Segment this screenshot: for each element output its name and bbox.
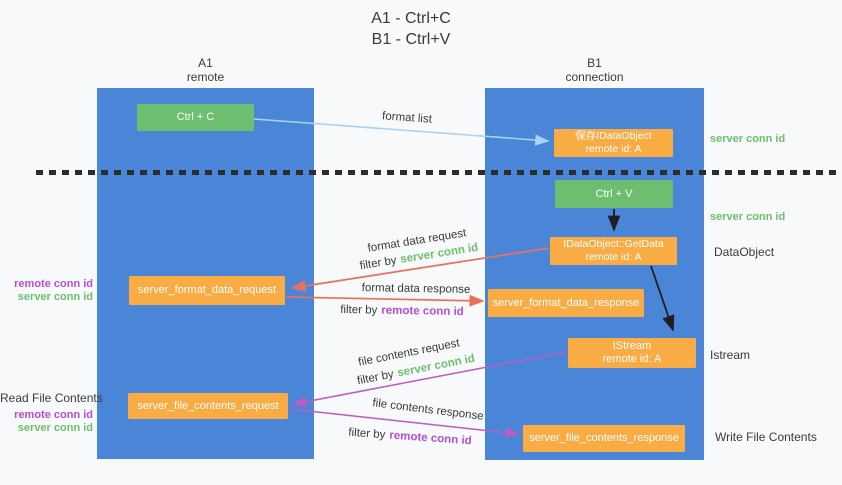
lane-a1-title: A1	[198, 56, 213, 70]
left-server-conn-id-1: server conn id	[17, 291, 93, 303]
node-server-format-data-request: server_format_data_request	[129, 276, 285, 305]
left-remote-conn-id-2: remote conn id	[14, 409, 93, 421]
node-ctrl-v-label: Ctrl + V	[595, 187, 633, 200]
title-line-1: A1 - Ctrl+C	[371, 10, 451, 27]
arrow-format-data-response	[285, 294, 485, 307]
node-istream-line2: remote id: A	[602, 353, 662, 365]
label-file-contents-response: file contents response	[371, 397, 485, 423]
remote-conn-id-text: remote conn id	[388, 429, 473, 448]
right-server-conn-id-2: server conn id	[710, 211, 786, 223]
node-idataobject-getdata: IDataObject::GetData remote id: A	[550, 237, 677, 265]
node-getdata-line2: remote id: A	[585, 251, 642, 263]
label-format-list: format list	[381, 110, 433, 126]
node-ctrl-v: Ctrl + V	[555, 180, 673, 208]
lane-header-a1: A1 remote	[97, 56, 314, 84]
node-ctrl-c: Ctrl + C	[137, 104, 254, 131]
label-format-data-response: format data response	[361, 282, 471, 296]
node-server-file-contents-request: server_file_contents_request	[128, 393, 288, 419]
istream-label: Istream	[710, 348, 751, 362]
right-server-conn-id-1: server conn id	[710, 133, 786, 145]
node-server-format-data-response: server_format_data_response	[488, 289, 644, 317]
filter-by-text: filter by	[358, 254, 398, 273]
lane-b1-subtitle: connection	[565, 70, 624, 84]
diagram-title: A1 - Ctrl+C B1 - Ctrl+V	[280, 8, 542, 50]
node-file-request-label: server_file_contents_request	[137, 399, 279, 412]
lane-a1-subtitle: remote	[186, 70, 225, 84]
phase-divider-dotted-line	[36, 170, 842, 175]
node-ctrl-c-label: Ctrl + C	[176, 111, 215, 123]
remote-conn-id-text: remote conn id	[381, 304, 464, 319]
node-save-idataobject-line1: 保存IDataObject	[575, 130, 652, 142]
filter-by-text: filter by	[347, 426, 386, 442]
left-server-conn-id-2: server conn id	[17, 422, 93, 434]
node-istream: IStream remote id: A	[568, 338, 696, 368]
node-format-request-label: server_format_data_request	[137, 284, 277, 296]
node-server-file-contents-response: server_file_contents_response	[523, 425, 685, 452]
node-istream-line1: IStream	[612, 340, 652, 352]
read-file-contents-label: Read File Contents	[0, 391, 103, 405]
write-file-contents-label: Write File Contents	[715, 430, 817, 444]
lane-b1-title: B1	[587, 56, 602, 70]
node-save-idataobject-line2: remote id: A	[585, 143, 642, 155]
filter-by-text: filter by	[356, 368, 395, 388]
filter-by-text: filter by	[340, 303, 378, 317]
node-format-response-label: server_format_data_response	[492, 296, 640, 309]
title-line-2: B1 - Ctrl+V	[371, 31, 451, 48]
lane-header-b1: B1 connection	[485, 56, 704, 84]
node-save-idataobject: 保存IDataObject remote id: A	[554, 129, 673, 157]
left-remote-conn-id-1: remote conn id	[14, 278, 93, 290]
node-file-response-label: server_file_contents_response	[529, 432, 679, 444]
node-getdata-line1: IDataObject::GetData	[563, 238, 664, 250]
dataobject-label: DataObject	[714, 245, 775, 259]
